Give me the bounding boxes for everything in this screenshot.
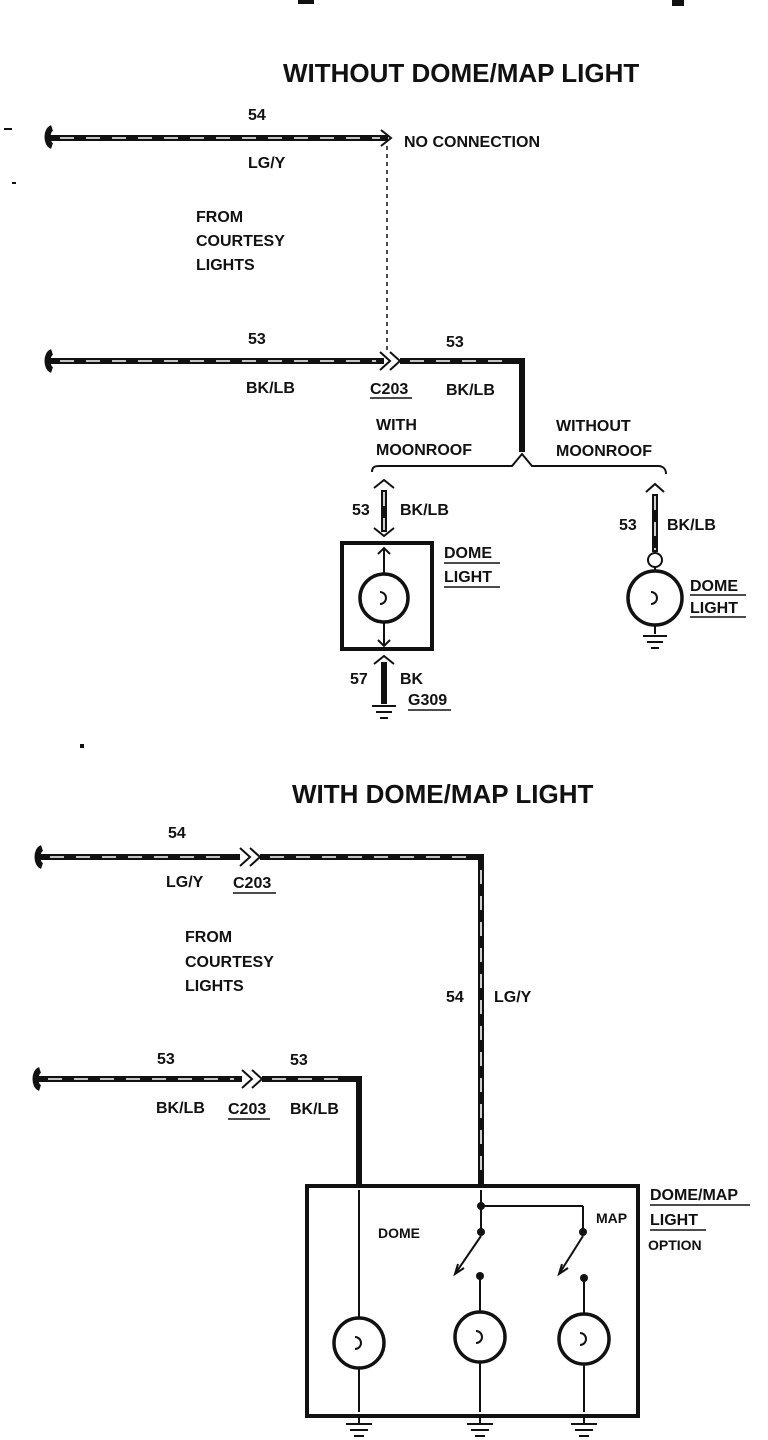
page-edge-mark (298, 0, 314, 4)
scan-mark (80, 744, 84, 748)
dome-light-right-line: LIGHT (690, 600, 738, 617)
connector-c203-54: C203 (233, 875, 271, 892)
scan-mark (4, 128, 12, 130)
scan-mark (12, 182, 16, 184)
from-courtesy-label: FROM COURTESY LIGHTS (196, 209, 289, 274)
branch-right-number: 53 (619, 517, 637, 534)
dome-light-housing (340, 541, 434, 651)
map-bulb-left (453, 1310, 507, 1364)
option-title-line: DOME/MAP (650, 1187, 738, 1204)
dome-light-right-label: DOME LIGHT (690, 578, 742, 617)
wire-54-top (44, 125, 393, 149)
dome-light-bulb (358, 572, 410, 624)
section-title-without: WITHOUT DOME/MAP LIGHT (283, 58, 639, 88)
from-courtesy-line: LIGHTS (196, 257, 255, 274)
dome-label: DOME (378, 1225, 420, 1241)
wire-54-number: 54 (248, 107, 266, 124)
dome-map-option-title: DOME/MAP LIGHT (650, 1187, 742, 1229)
section-with-dome-map: WITH DOME/MAP LIGHT 54 LG/Y C203 FROM CO… (32, 779, 750, 1437)
branch-left-number: 53 (352, 502, 370, 519)
wire-54-b-color: LG/Y (166, 874, 204, 891)
ground-symbols (346, 1416, 597, 1437)
option-bracket (371, 452, 667, 475)
from-courtesy-line: FROM (196, 209, 243, 226)
wire-54-b-number: 54 (168, 825, 186, 842)
wire-53-bottom (32, 1067, 362, 1188)
ground-g309 (372, 654, 396, 719)
branch-right (645, 482, 665, 574)
branch-left-color: BK/LB (400, 502, 449, 519)
with-moonroof-line: MOONROOF (376, 442, 472, 459)
wire-53-top (44, 349, 525, 452)
connector-c203: C203 (370, 381, 408, 398)
with-moonroof-line: WITH (376, 417, 417, 434)
from-courtesy-b-label: FROM COURTESY LIGHTS (185, 929, 278, 995)
without-moonroof-line: MOONROOF (556, 443, 652, 460)
switch-arm (454, 1235, 482, 1275)
dome-map-option-sub: OPTION (648, 1237, 702, 1253)
map-label: MAP (596, 1210, 627, 1226)
section-without-dome-map: WITHOUT DOME/MAP LIGHT 54 LG/Y NO CONNEC… (44, 58, 746, 719)
with-moonroof-label: WITH MOONROOF (376, 417, 472, 459)
wire-53-b-right-number: 53 (290, 1052, 308, 1069)
dome-light-left-line: LIGHT (444, 569, 492, 586)
connector-c203-53: C203 (228, 1101, 266, 1118)
wire-54-vertical-number: 54 (446, 989, 464, 1006)
wire-53-b-left-color: BK/LB (156, 1100, 205, 1117)
branch-left (373, 478, 395, 538)
option-title-line: LIGHT (650, 1212, 698, 1229)
dome-map-light-assembly (305, 1184, 640, 1418)
wire-53-b-right-color: BK/LB (290, 1101, 339, 1118)
ground-wire-number: 57 (350, 671, 368, 688)
without-moonroof-label: WITHOUT MOONROOF (556, 418, 652, 460)
dome-light-left-line: DOME (444, 545, 492, 562)
switch-arm (558, 1235, 584, 1275)
from-courtesy-b-line: COURTESY (185, 954, 274, 971)
dome-bulb (332, 1316, 386, 1370)
dome-light-right-line: DOME (690, 578, 738, 595)
wire-53-left-number: 53 (248, 331, 266, 348)
wire-53-b-left-number: 53 (157, 1051, 175, 1068)
branch-right-color: BK/LB (667, 517, 716, 534)
from-courtesy-b-line: LIGHTS (185, 978, 244, 995)
wire-54-color: LG/Y (248, 155, 286, 172)
wire-53-left-color: BK/LB (246, 380, 295, 397)
section-title-with: WITH DOME/MAP LIGHT (292, 779, 594, 809)
ground-id: G309 (408, 692, 447, 709)
dome-light-left-label: DOME LIGHT (444, 545, 496, 586)
no-connection-label: NO CONNECTION (404, 134, 540, 151)
wire-53-right-color: BK/LB (446, 382, 495, 399)
from-courtesy-line: COURTESY (196, 233, 285, 250)
wire-53-right-number: 53 (446, 334, 464, 351)
map-bulb-right (557, 1312, 611, 1366)
page-edge-mark (672, 0, 684, 6)
wire-54-bottom (34, 845, 484, 1188)
from-courtesy-b-line: FROM (185, 929, 232, 946)
without-moonroof-line: WITHOUT (556, 418, 631, 435)
wire-54-vertical-color: LG/Y (494, 989, 532, 1006)
dome-light-right-bulb (626, 569, 684, 627)
ground-wire-color: BK (400, 671, 424, 688)
